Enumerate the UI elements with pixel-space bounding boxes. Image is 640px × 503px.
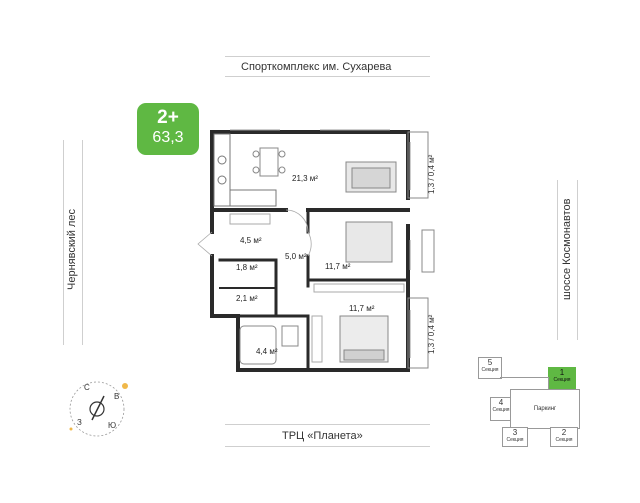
left-street-rule-a [63, 140, 64, 345]
dining-table [252, 147, 286, 177]
room-label-bathroom: 4,4 м² [256, 347, 278, 356]
left-street-rule-b [82, 140, 83, 345]
walls [210, 130, 410, 372]
balcony-label-2: 1,3 / 0,4 м² [427, 314, 436, 354]
rooms-count: 2+ [157, 107, 179, 128]
balcony-label-1: 1,3 / 0,4 м² [427, 154, 436, 194]
right-street-label: шоссе Космонавтов [561, 198, 573, 301]
living-sofa [345, 161, 397, 193]
kitchen-counter [213, 133, 277, 207]
bottom-street-rule-bottom [225, 446, 430, 447]
room-label-laundry: 2,1 м² [236, 294, 258, 303]
compass [69, 381, 128, 437]
top-street-rule-bottom [225, 76, 430, 77]
apartment-badge: 2+ 63,3 [137, 103, 199, 155]
compass-east: В [114, 392, 120, 401]
top-street-rule-top [225, 56, 430, 57]
room-label-wc: 1,8 м² [236, 263, 258, 272]
bathtub [239, 325, 299, 365]
right-street-rule-b [577, 180, 578, 340]
wardrobe [229, 213, 405, 363]
total-area: 63,3 [152, 129, 184, 146]
room-label-bedroom-1: 11,7 м² [325, 262, 351, 271]
room-label-hall: 4,5 м² [240, 236, 262, 245]
bed-1 [345, 221, 393, 263]
room-label-living: 21,3 м² [292, 174, 318, 183]
compass-south: Ю [108, 421, 117, 430]
top-street-label: Спорткомплекс им. Сухарева [241, 61, 392, 73]
room-label-bedroom-2: 11,7 м² [349, 304, 375, 313]
sun-icon [122, 383, 128, 389]
bottom-street-label: ТРЦ «Планета» [282, 430, 363, 442]
compass-west: З [77, 418, 82, 427]
windows [230, 129, 411, 358]
compass-north: С [84, 383, 90, 392]
parking: Паркинг [510, 389, 580, 429]
bottom-street-rule-top [225, 424, 430, 425]
doors [197, 209, 312, 257]
site-connector [500, 377, 549, 390]
bed-2 [339, 315, 389, 363]
floor-plan [197, 129, 435, 372]
room-label-corridor: 5,0 м² [285, 252, 307, 261]
balconies [407, 131, 435, 369]
right-street-rule-a [557, 180, 558, 340]
left-street-label: Чернявский лес [66, 208, 78, 290]
